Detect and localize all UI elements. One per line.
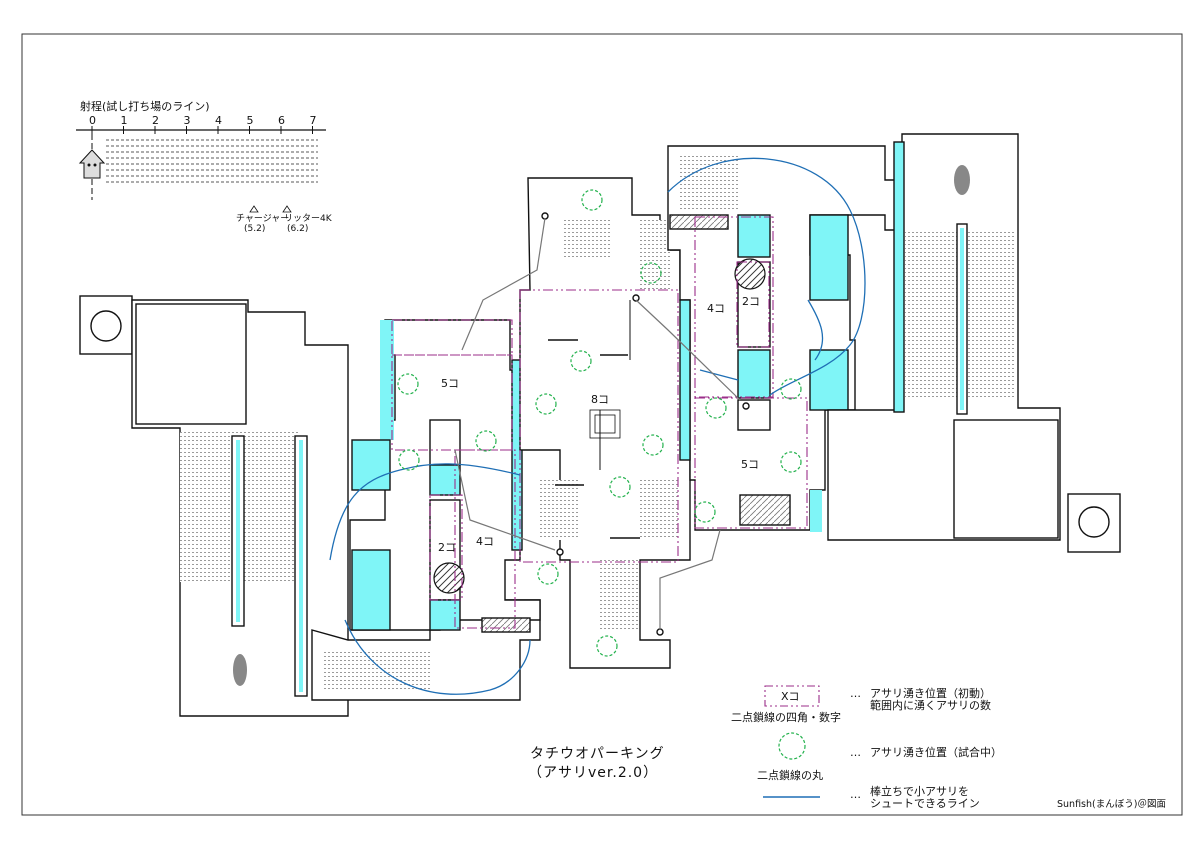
- range-scale-ticks: 0 1 2 3 4 5 6 7: [89, 114, 317, 134]
- right-spawn-area: [827, 133, 1121, 553]
- count-left-upper: 5コ: [441, 377, 459, 390]
- legend-line-description-1: 棒立ちで小アサリを: [870, 784, 969, 798]
- spawn-circle: [537, 563, 559, 585]
- weapon-name-litre: リッター4K: [284, 213, 333, 224]
- map-title: タチウオパーキング: [530, 746, 665, 762]
- spawn-circle: [397, 373, 419, 395]
- range-tick-label: 3: [184, 114, 191, 127]
- right-base: [632, 145, 896, 532]
- legend: Xコ 二点鎖線の四角・数字 … アサリ湧き位置（初動） 範囲内に湧くアサリの数 …: [731, 685, 1002, 810]
- legend-dashed-rectangle-icon: [764, 685, 820, 707]
- count-right-upper: 4コ: [707, 302, 725, 315]
- range-tick-label: 7: [310, 114, 317, 127]
- squid-player-icon: [78, 149, 106, 179]
- count-left-goal: 2コ: [438, 541, 456, 554]
- spawn-circle: [642, 434, 664, 456]
- range-scale-heading: 射程(試し打ち場のライン): [80, 99, 210, 113]
- range-tick-label: 1: [121, 114, 128, 127]
- map-subtitle: （アサリver.2.0）: [528, 765, 658, 781]
- spawn-circle: [581, 189, 603, 211]
- center-area: [519, 177, 691, 669]
- legend-marker-1: …: [850, 687, 861, 700]
- spawn-circle: [398, 449, 420, 471]
- stage-layout: [79, 133, 1121, 717]
- legend-box-caption: 二点鎖線の四角・数字: [731, 710, 841, 724]
- spawn-circle: [780, 451, 802, 473]
- weapon-range-litre: (6.2): [287, 224, 308, 234]
- count-right-goal: 2コ: [742, 295, 760, 308]
- legend-marker-2: …: [850, 746, 861, 759]
- spawn-circle: [694, 501, 716, 523]
- range-tick-label: 4: [215, 114, 222, 127]
- in-match-spawn-circles: [397, 189, 802, 657]
- shoot-lines: [329, 157, 866, 695]
- goal-markers: [433, 258, 766, 594]
- range-tick-label: 6: [278, 114, 285, 127]
- weapon-range-charger: (5.2): [244, 224, 265, 234]
- spawn-circle: [705, 397, 727, 419]
- range-tick-label: 0: [89, 114, 96, 127]
- range-tick-label: 5: [247, 114, 254, 127]
- range-tick-label: 2: [152, 114, 159, 127]
- rail-lines: [454, 217, 741, 630]
- spawn-circle: [475, 430, 497, 452]
- legend-circle-description: アサリ湧き位置（試合中）: [870, 745, 1002, 759]
- initial-spawn-zones: [391, 216, 808, 629]
- spawn-circle: [570, 350, 592, 372]
- count-right-lower: 5コ: [741, 458, 759, 471]
- left-spawn-area: [79, 295, 349, 717]
- sheet-border: [21, 33, 1183, 816]
- weapon-name-charger: チャージャー: [236, 213, 289, 224]
- legend-dashed-circle-icon: [778, 732, 806, 760]
- legend-box-symbol-text: Xコ: [781, 690, 800, 703]
- legend-line-description-2: シュートできるライン: [870, 797, 980, 810]
- range-scale: 射程(試し打ち場のライン) 0 1 2 3 4 5 6 7 チャージャー (5.2) リッター…: [76, 99, 333, 234]
- weapon-range-markers: チャージャー (5.2) リッター4K (6.2): [236, 205, 333, 234]
- spawn-circle: [596, 635, 618, 657]
- legend-box-description-1: アサリ湧き位置（初動）: [870, 686, 991, 700]
- spawn-circle: [780, 378, 802, 400]
- legend-marker-3: …: [850, 788, 861, 801]
- spawn-circle: [535, 393, 557, 415]
- spawn-circle: [609, 476, 631, 498]
- spawn-count-labels: 8コ 5コ 4コ 2コ 4コ 2コ 5コ: [438, 295, 760, 554]
- count-center: 8コ: [591, 393, 609, 406]
- legend-box-description-2: 範囲内に湧くアサリの数: [870, 698, 991, 712]
- author-credit: Sunfish(まんぼう)＠図面: [1057, 799, 1166, 810]
- legend-circle-caption: 二点鎖線の丸: [757, 768, 823, 782]
- count-left-lower: 4コ: [476, 535, 494, 548]
- spawn-circle: [640, 262, 662, 284]
- map-title-block: タチウオパーキング （アサリver.2.0）: [528, 746, 665, 781]
